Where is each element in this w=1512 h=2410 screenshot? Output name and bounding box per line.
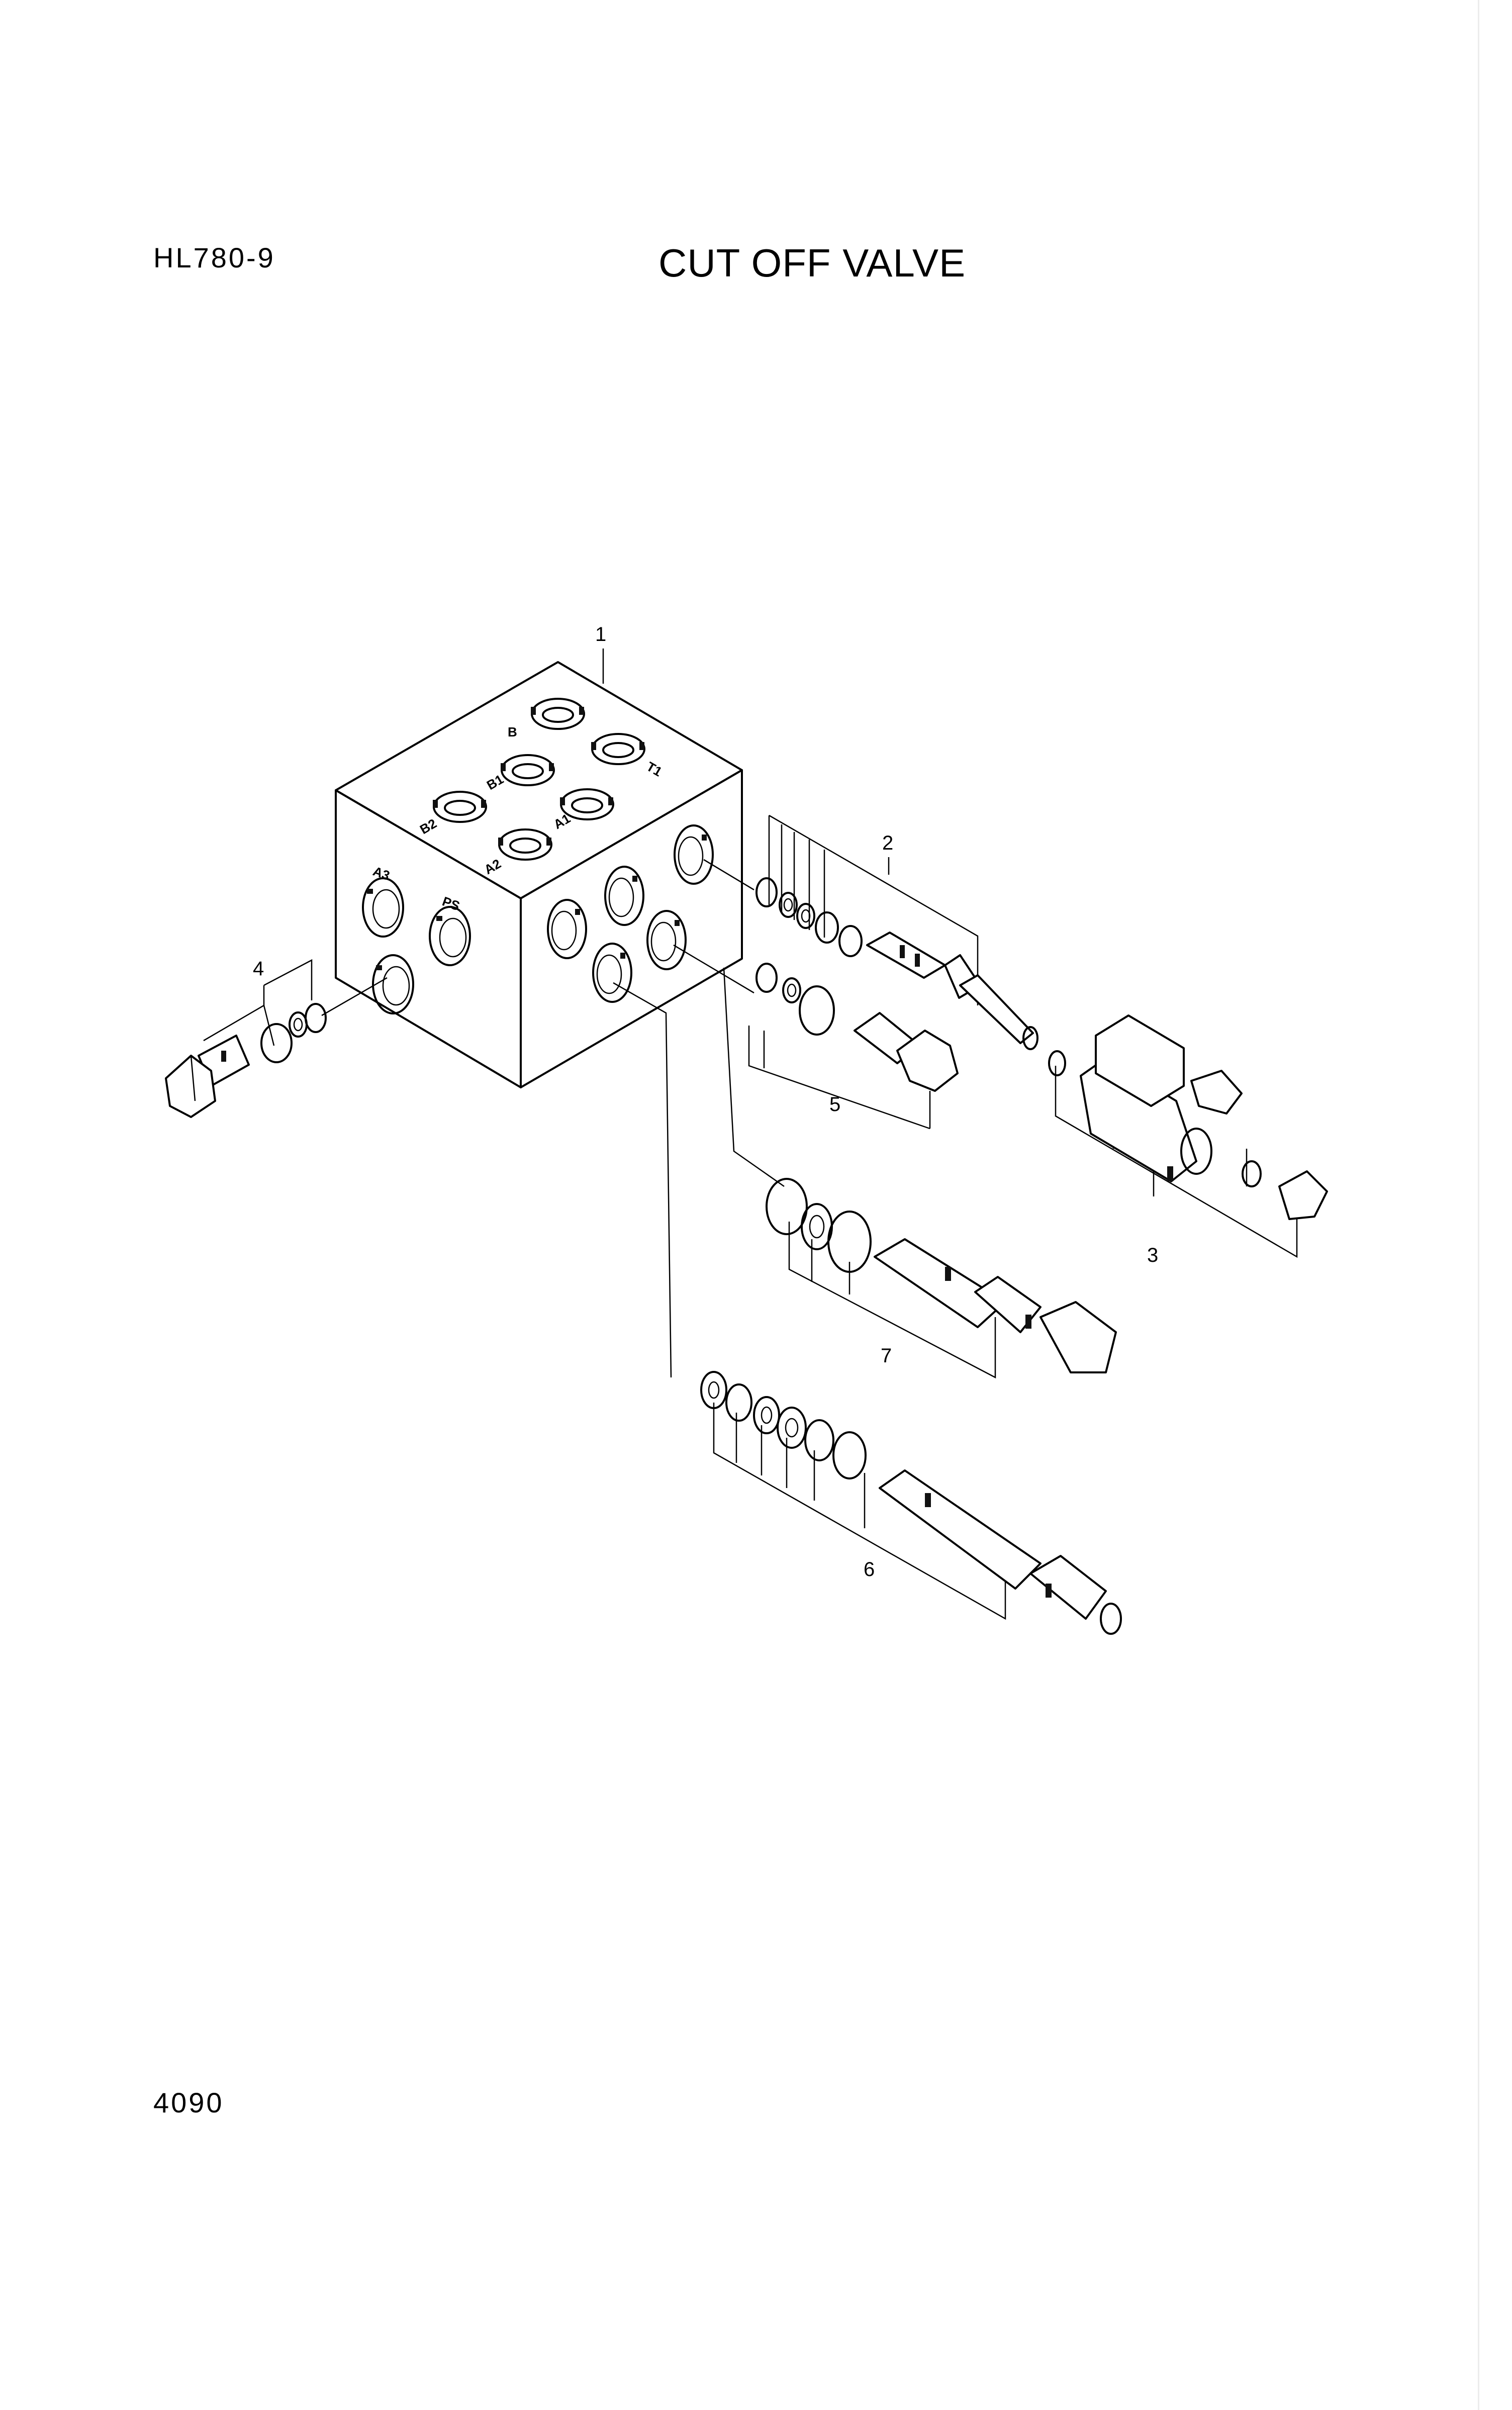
cartridge-seal-1 [755,877,778,907]
leader-7 [788,1222,996,1379]
callout-3: 3 [1147,1244,1158,1266]
solenoid-nut [1278,1170,1328,1220]
leader-4 [203,985,265,1042]
relief6-body [879,1469,1042,1590]
solenoid-assembly: 3 [1048,1014,1328,1266]
page-title: CUT OFF VALVE [658,241,966,285]
plug-washer [289,1011,308,1038]
side-port-r1 [674,824,714,885]
check-valve-hex [896,1030,959,1092]
side-port-r2 [604,866,644,926]
page-edge-line [1478,0,1479,2410]
side-port-r3 [547,899,587,959]
callout-5: 5 [829,1093,840,1116]
side-port-lower-left [372,954,414,1014]
relief6-washer-1 [700,1371,727,1409]
solenoid-o-ring-2 [1242,1160,1262,1187]
callout-4: 4 [253,958,264,980]
relief7-adjuster [1040,1301,1117,1373]
block-right-face [520,769,743,1088]
check-seal-1 [755,963,778,993]
callout-1: 1 [595,623,606,645]
cartridge-valve-assembly: 2 [703,814,1038,1050]
solenoid-connector-housing [1095,1014,1185,1107]
relief-valve-6-assembly: 6 [613,982,1122,1635]
plug-o-ring-small [305,1003,327,1033]
cartridge-stem [959,974,1034,1044]
solenoid-plug [1190,1070,1243,1115]
cartridge-spool [866,932,946,979]
page-number: 4090 [153,2087,224,2118]
leader-6 [713,1403,1006,1620]
solenoid-o-ring-1 [1048,1050,1066,1076]
model-number: HL780-9 [153,242,275,273]
side-port-r5 [592,943,632,1003]
port-label-b: B [508,724,517,739]
plug-o-ring-large [260,1023,293,1063]
top-port-b: B [508,698,585,739]
relief7-body [874,1238,1006,1328]
leader-3 [1055,1066,1298,1258]
callout-2: 2 [882,832,893,854]
relief-valve-7-assembly: 7 [723,967,1117,1379]
check-valve-assembly: 5 [673,944,959,1130]
valve-block: B T1 B1 A1 [335,623,743,1088]
relief7-o-ring [766,1178,808,1235]
relief7-washer [801,1203,833,1250]
leader-5 [748,1026,930,1130]
side-port-r4 [646,910,687,970]
relief6-adjuster [1029,1555,1107,1620]
callout-7: 7 [881,1345,892,1367]
plug-assembly: 4 [165,958,388,1118]
callout-6: 6 [864,1558,875,1581]
